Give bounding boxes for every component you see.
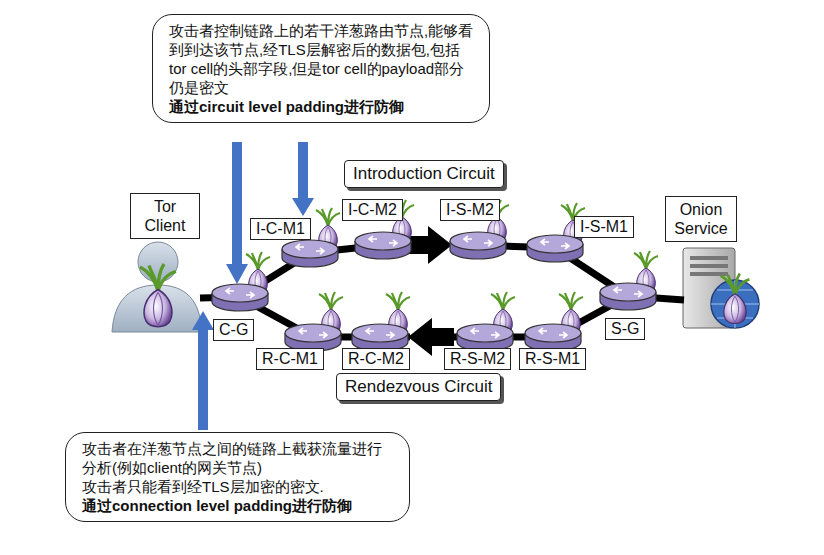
node-text: Introduction Circuit — [353, 164, 495, 184]
node-text: 攻击者只能看到经TLS层加密的密文. — [82, 477, 395, 496]
router-label: R-C-M1 — [256, 348, 324, 370]
circuit-title: Introduction Circuit — [344, 160, 504, 188]
node-text: Tor Client — [136, 197, 194, 235]
router-label: R-C-M2 — [342, 348, 410, 370]
node-text: Rendezvous Circuit — [345, 377, 492, 397]
node-text: 攻击者在洋葱节点之间的链路上截获流量进行分析(例如client的网关节点) — [82, 439, 395, 477]
person-icon — [112, 242, 202, 332]
callout-box: 攻击者在洋葱节点之间的链路上截获流量进行分析(例如client的网关节点)攻击者… — [65, 432, 410, 522]
router-label: I-C-M1 — [250, 218, 311, 240]
callout-box: 攻击者控制链路上的若干洋葱路由节点,能够看到到达该节点,经TLS层解密后的数据包… — [152, 14, 490, 123]
node-text: Onion Service — [671, 200, 731, 238]
direction-arrow — [406, 226, 452, 264]
node-text: I-C-M1 — [256, 220, 305, 238]
router-label: I-C-M2 — [342, 199, 403, 221]
onion-router — [212, 200, 658, 351]
node-text: R-S-M1 — [525, 350, 580, 368]
node-text: I-S-M2 — [446, 201, 494, 219]
node-text: I-S-M1 — [580, 218, 628, 236]
entity-box: Tor Client — [130, 193, 200, 239]
blue-pointer-arrow — [192, 142, 314, 430]
node-text: C-G — [219, 321, 248, 339]
entity-box: Onion Service — [665, 196, 737, 242]
router-label: I-S-M1 — [574, 216, 634, 238]
node-text: 攻击者控制链路上的若干洋葱路由节点,能够看到到达该节点,经TLS层解密后的数据包… — [169, 21, 475, 97]
circuit-line — [200, 245, 684, 337]
router-label: I-S-M2 — [440, 199, 500, 221]
router-label: R-S-M2 — [444, 348, 511, 370]
node-text: S-G — [611, 320, 639, 338]
router-label: R-S-M1 — [519, 348, 586, 370]
node-text: 通过circuit level padding进行防御 — [169, 97, 475, 116]
server-icon — [683, 248, 759, 328]
node-text: 通过connection level padding进行防御 — [82, 496, 395, 515]
circuit-title: Rendezvous Circuit — [336, 373, 501, 401]
router-label: C-G — [213, 319, 254, 341]
node-text: R-C-M2 — [348, 350, 404, 368]
router-label: S-G — [605, 318, 645, 340]
node-text: R-C-M1 — [262, 350, 318, 368]
node-text: I-C-M2 — [348, 201, 397, 219]
node-text: R-S-M2 — [450, 350, 505, 368]
